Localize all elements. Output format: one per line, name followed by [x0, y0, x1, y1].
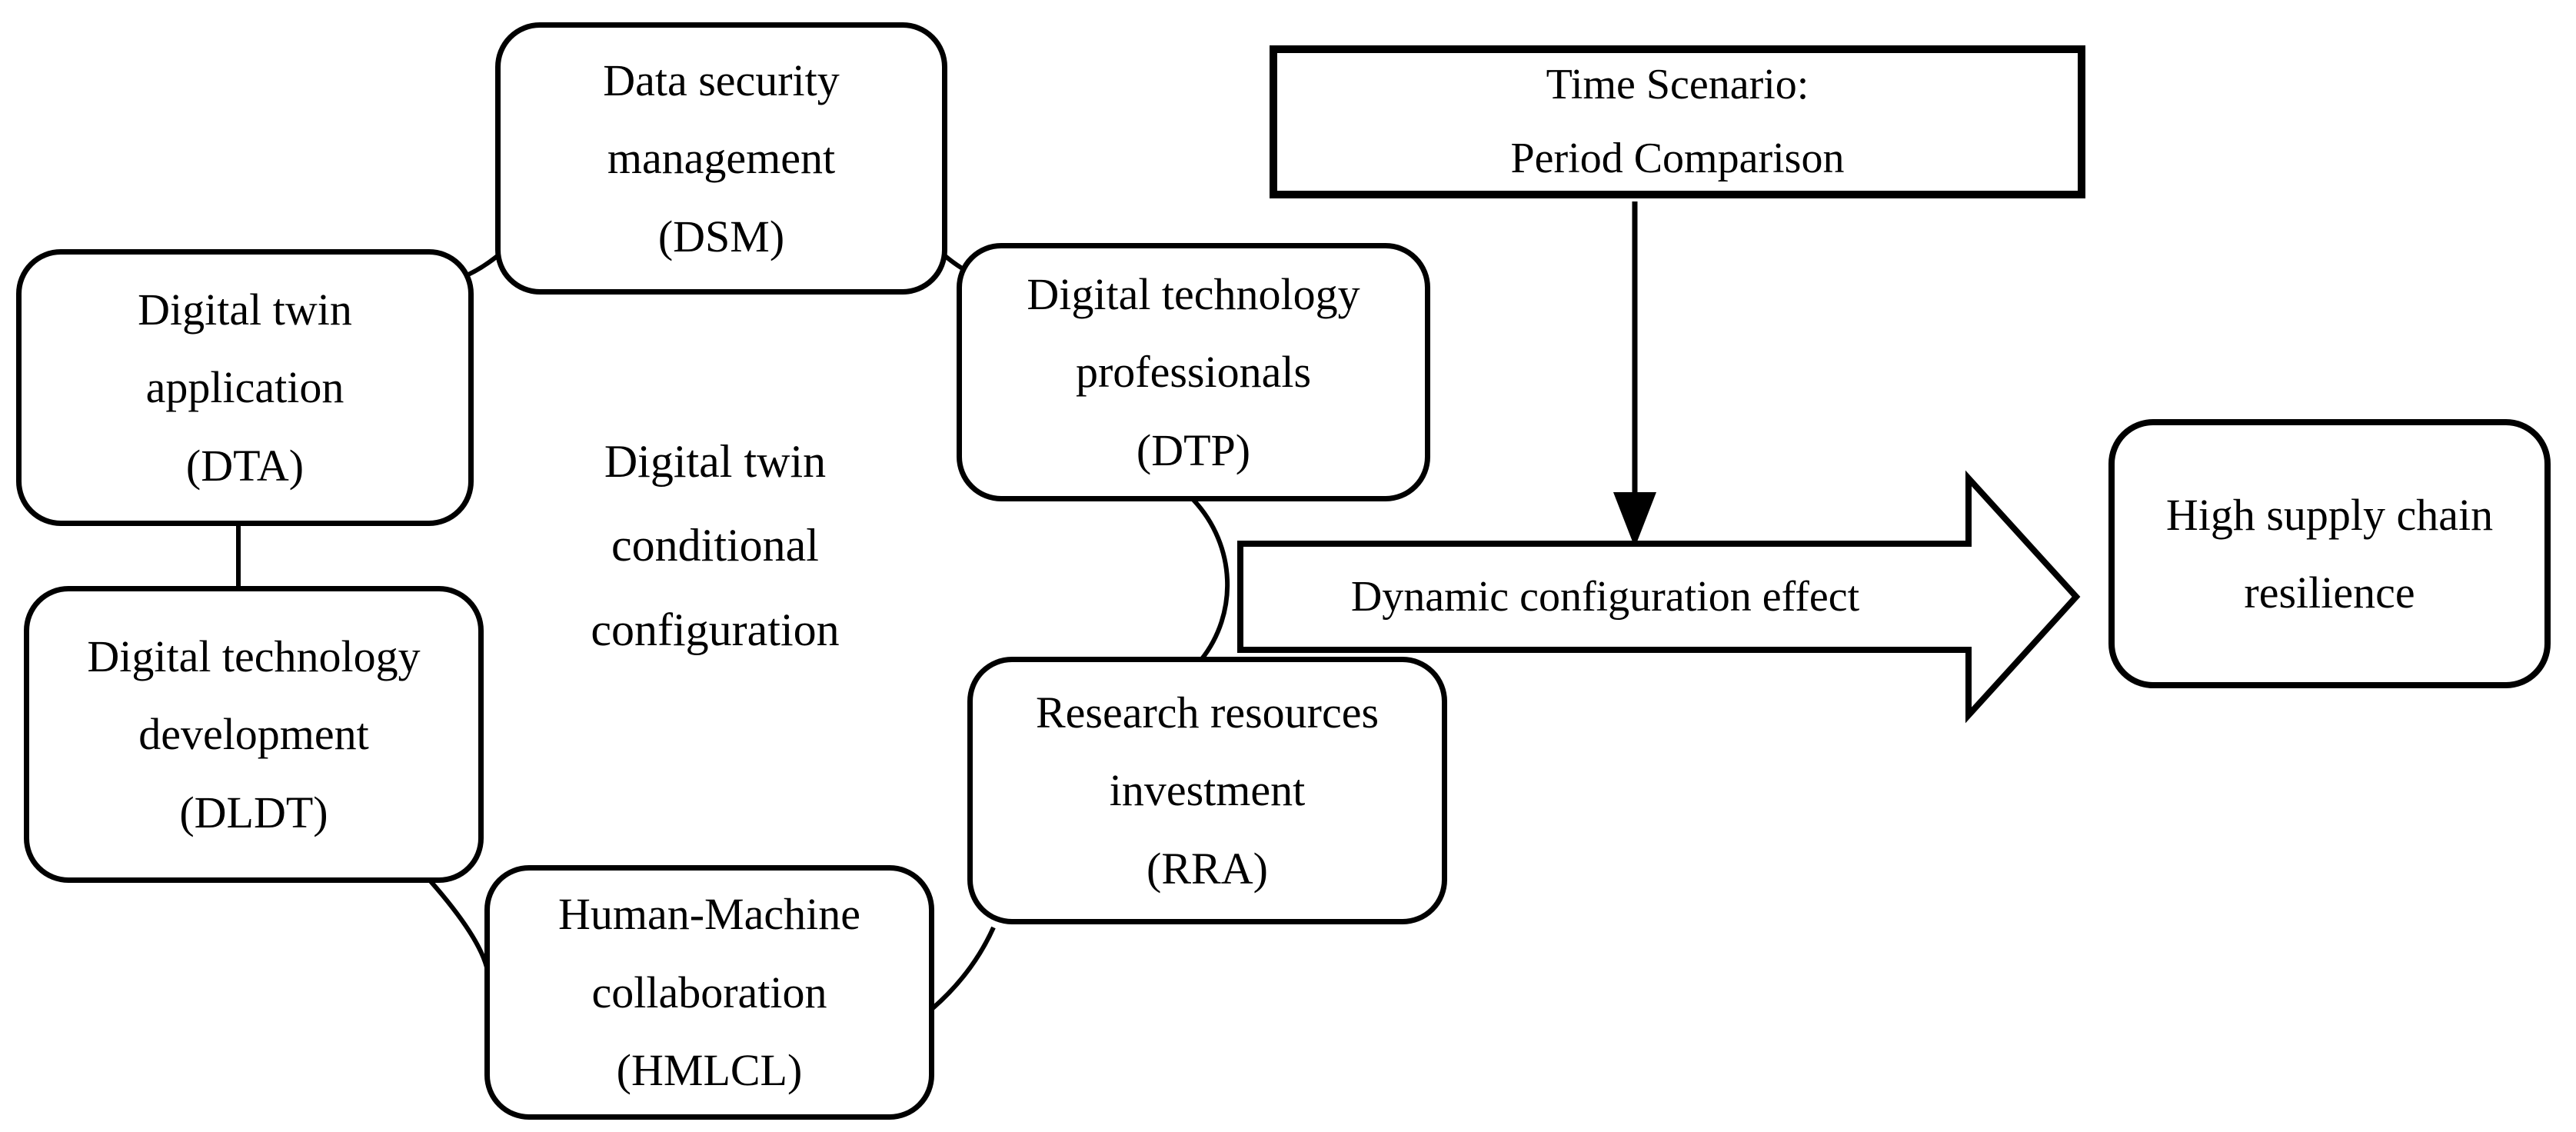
time-scenario-box: Time Scenario: Period Comparison — [1270, 45, 2085, 198]
node-dldt: Digital technology development (DLDT) — [24, 586, 484, 883]
node-outcome: High supply chain resilience — [2108, 419, 2551, 688]
node-dsm: Data security management (DSM) — [495, 22, 947, 295]
down-arrow-head — [1613, 492, 1656, 548]
dynamic-effect-arrow-shape — [1237, 470, 2081, 724]
center-caption: Digital twin conditional configuration — [591, 436, 840, 655]
node-hmlcl: Human-Machine collaboration (HMLCL) — [484, 865, 934, 1120]
down-arrow — [1613, 201, 1656, 548]
connector-dldt-hmlcl — [428, 880, 490, 971]
node-dtp: Digital technology professionals (DTP) — [957, 243, 1430, 501]
node-rra: Research resources investment (RRA) — [967, 657, 1447, 924]
node-dta: Digital twin application (DTA) — [16, 249, 474, 526]
dynamic-effect-arrow-label: Dynamic configuration effect — [1350, 573, 1860, 621]
connector-dtp-rra — [1191, 498, 1230, 661]
connector-hmlcl-rra — [930, 926, 996, 1011]
